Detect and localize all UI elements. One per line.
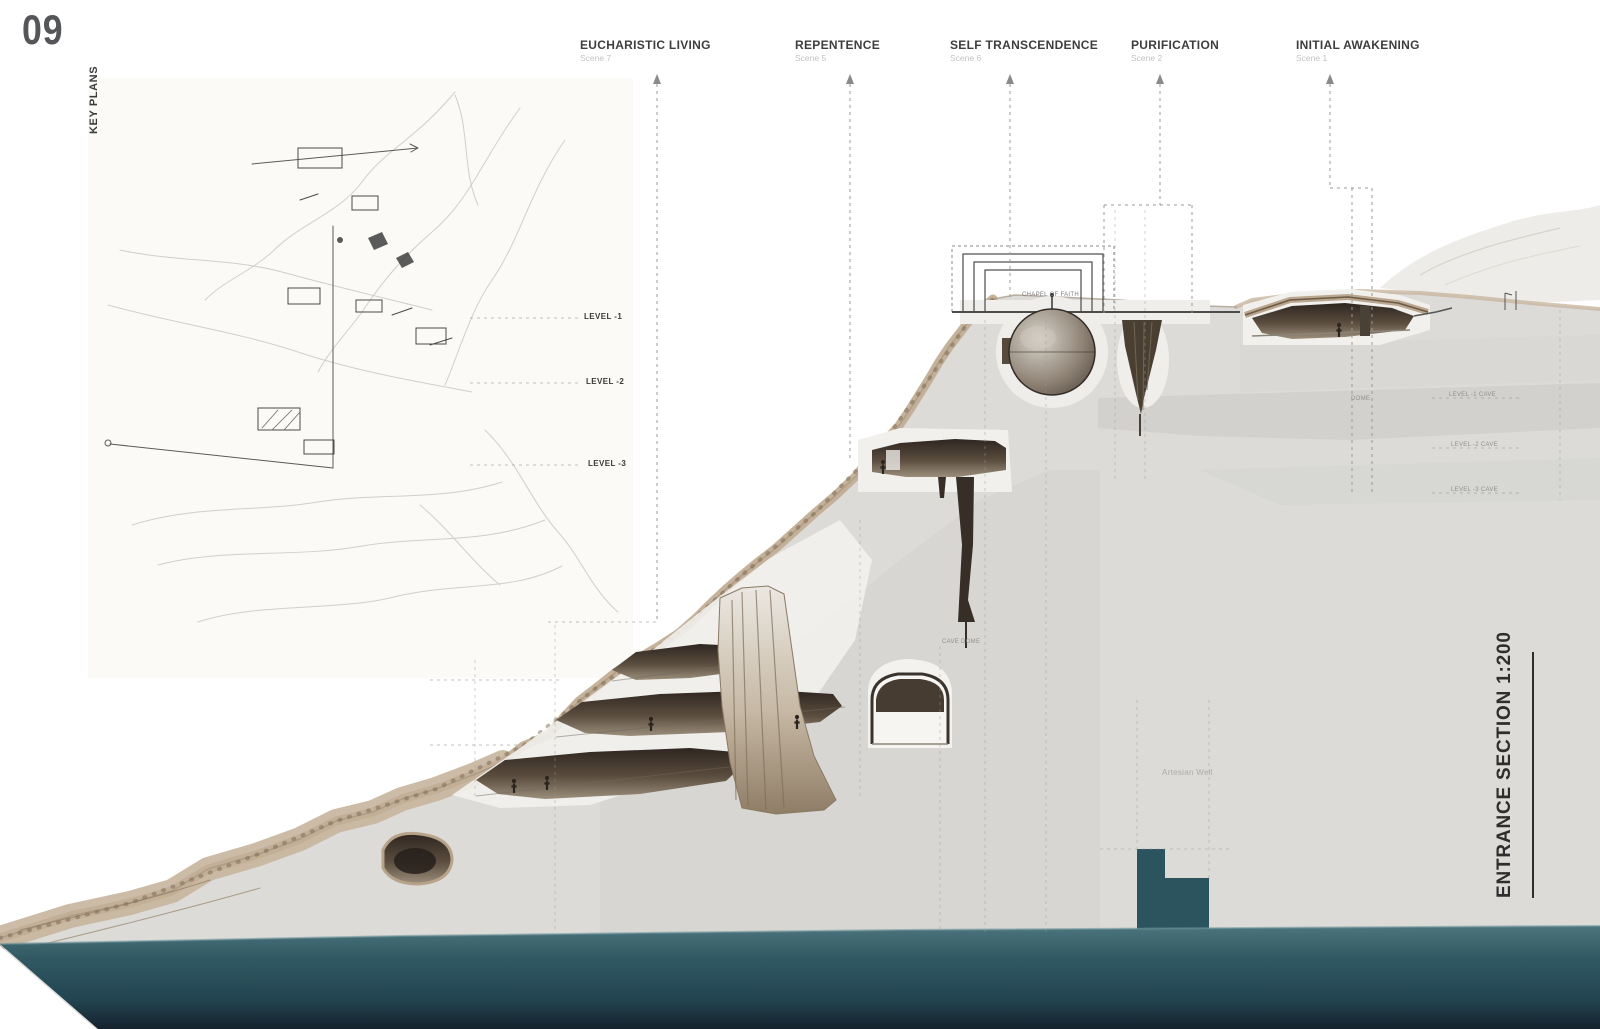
- cave-left-small: [381, 831, 454, 886]
- scene-subtitle: Scene 1: [1296, 53, 1328, 63]
- key-plans-label: KEY PLANS: [88, 65, 100, 134]
- scene-arrows: [653, 74, 1334, 84]
- cave-arch: [870, 672, 950, 745]
- scene-label-self-transcendence: SELF TRANSCENDENCE Scene 6: [950, 38, 1098, 63]
- scene-title: REPENTENCE: [795, 38, 881, 52]
- key-plan-level-3-label: LEVEL -3: [588, 459, 627, 468]
- level-2-cave-label: LEVEL -2 CAVE: [1451, 442, 1498, 448]
- entrance-section-title: ENTRANCE SECTION 1:200: [1494, 631, 1515, 898]
- cave-dome-label: CAVE DOME: [942, 639, 981, 645]
- level-3-cave-label: LEVEL -3 CAVE: [1451, 487, 1498, 493]
- dashed-guides: [430, 84, 1561, 933]
- background-rocks: [1380, 205, 1600, 303]
- waterfall-column: [717, 585, 837, 815]
- key-plan-level-2-label: LEVEL -2: [586, 377, 625, 386]
- chapel-dome-complex: [951, 245, 1240, 436]
- scene-label-initial-awakening: INITIAL AWAKENING Scene 1: [1296, 38, 1420, 63]
- funnel-shaft: [1122, 320, 1162, 414]
- key-plan-level-1-label: LEVEL -1: [584, 312, 623, 321]
- chapel-of-faith-label: CHAPEL OF FAITH: [1022, 292, 1079, 298]
- subsurface-shadow: [600, 470, 1100, 935]
- key-plan-sketch: [88, 78, 633, 678]
- scene-label-purification: PURIFICATION Scene 2: [1131, 38, 1219, 63]
- scene-label-repentence: REPENTENCE Scene 5: [795, 38, 880, 63]
- artesian-well-shaft: [1137, 849, 1209, 940]
- scene-subtitle: Scene 7: [580, 53, 612, 63]
- artesian-well-label: Artesian Well: [1162, 768, 1213, 777]
- cave-mid-shaft: [872, 439, 1006, 648]
- scene-title: SELF TRANSCENDENCE: [950, 38, 1099, 52]
- scene-title: INITIAL AWAKENING: [1296, 38, 1420, 52]
- dome-label: DOME: [1351, 396, 1371, 402]
- scene-title: EUCHARISTIC LIVING: [580, 38, 711, 52]
- page-number: 09: [22, 6, 64, 53]
- water-body: [0, 849, 1600, 1029]
- scene-label-eucharistic-living: EUCHARISTIC LIVING Scene 7: [580, 38, 711, 63]
- scene-subtitle: Scene 2: [1131, 53, 1163, 63]
- scene-subtitle: Scene 5: [795, 53, 827, 63]
- scene-subtitle: Scene 6: [950, 53, 982, 63]
- scene-title: PURIFICATION: [1131, 38, 1220, 52]
- level-1-cave-label: LEVEL -1 CAVE: [1449, 392, 1496, 398]
- cave-right-upper: [1244, 291, 1517, 339]
